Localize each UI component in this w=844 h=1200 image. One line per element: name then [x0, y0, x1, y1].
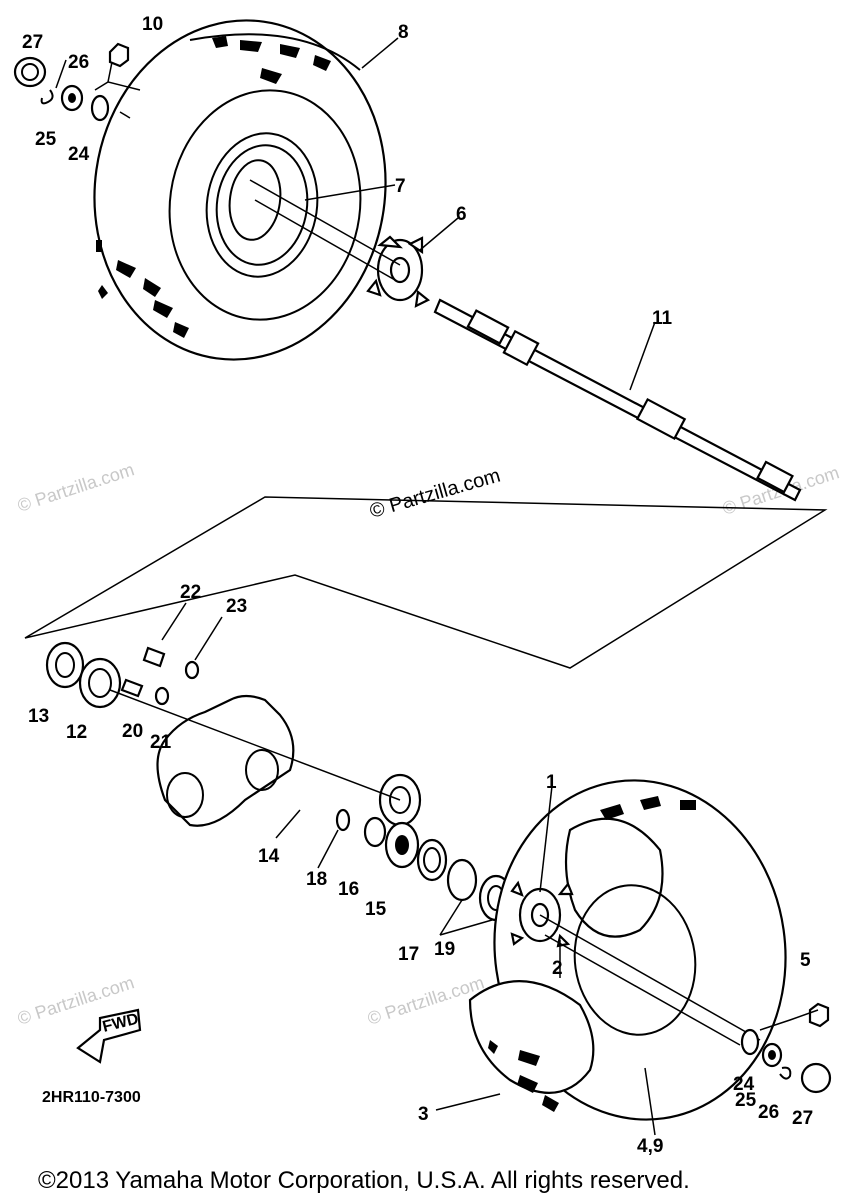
bottom-tire-cutaway	[468, 980, 595, 1094]
tread-edge	[189, 33, 361, 71]
assembly-outline	[24, 496, 828, 669]
washer-24-top	[90, 94, 110, 122]
cotter-pin-26-top	[40, 89, 54, 105]
differential-housing	[156, 694, 295, 827]
callout-12: 12	[66, 722, 87, 743]
callout-13: 13	[28, 706, 49, 727]
callout-18: 18	[306, 869, 327, 890]
seal-13	[45, 641, 85, 689]
bolt-22	[142, 646, 166, 668]
callout-14: 14	[258, 846, 280, 867]
nut-5	[808, 1002, 830, 1028]
rim-outer	[205, 132, 319, 278]
callout-27-top: 27	[22, 32, 43, 53]
cotter-pin-26-bottom	[779, 1066, 792, 1080]
watermark-faint-left: © Partzilla.com	[15, 459, 137, 516]
callout-24-bottom: 24	[733, 1074, 755, 1095]
callout-19: 19	[434, 939, 455, 960]
bearing-12	[78, 657, 122, 709]
fwd-arrow-icon: FWD	[76, 1008, 142, 1064]
diagram-code: 2HR110-7300	[42, 1089, 141, 1106]
callout-23: 23	[226, 596, 247, 617]
callout-20: 20	[122, 721, 143, 742]
callout-21: 21	[150, 732, 172, 753]
bolt-20	[120, 678, 144, 698]
watermark-faint-bottom-center: © Partzilla.com	[365, 972, 487, 1029]
callout-25-bottom: 25	[735, 1090, 757, 1111]
spacer-17	[416, 838, 448, 882]
watermark-center: © Partzilla.com	[367, 465, 503, 523]
o-ring-18	[335, 808, 351, 832]
callout-6: 6	[456, 204, 467, 225]
washer-23	[184, 660, 200, 680]
cap-27-top	[13, 56, 47, 88]
callouts: 8 7 6 11 10 27 26 25 24 22 23 13 12 20 2…	[22, 14, 813, 1157]
top-small-parts	[13, 42, 141, 122]
collar-16	[363, 816, 387, 848]
callout-3: 3	[418, 1104, 429, 1125]
copyright-notice: ©2013 Yamaha Motor Corporation, U.S.A. A…	[38, 1167, 690, 1194]
callout-27-bottom: 27	[792, 1108, 813, 1129]
callout-4-9: 4,9	[637, 1136, 663, 1157]
callout-15: 15	[365, 899, 387, 920]
tread-blocks	[96, 36, 331, 338]
callout-26-top: 26	[68, 52, 89, 73]
callout-2: 2	[552, 958, 563, 979]
washer-21	[154, 686, 170, 706]
callout-25-top: 25	[35, 129, 57, 150]
callout-24-top: 24	[68, 144, 90, 165]
bottom-wheel-assembly	[468, 779, 787, 1121]
callout-17: 17	[398, 944, 419, 965]
callout-22: 22	[180, 582, 201, 603]
tire-outer	[93, 19, 387, 361]
callout-7: 7	[395, 176, 406, 197]
bottom-tread-blocks	[488, 796, 696, 1112]
cap-27-bottom	[800, 1062, 832, 1094]
callout-26-bottom: 26	[758, 1102, 779, 1123]
alignment-line-7	[249, 179, 401, 266]
hub-6	[366, 235, 431, 308]
rim-hub	[228, 159, 282, 241]
washer-24-bottom	[740, 1028, 760, 1056]
callout-10: 10	[142, 14, 163, 35]
differential-assembly	[45, 641, 514, 922]
callout-1: 1	[546, 772, 557, 793]
callout-8: 8	[398, 22, 409, 43]
callout-5: 5	[800, 950, 811, 971]
tire-sidewall	[168, 89, 362, 321]
callout-11: 11	[652, 308, 673, 329]
leader-lines	[55, 37, 656, 1136]
seal-19a	[446, 858, 478, 902]
bottom-rim	[573, 884, 697, 1036]
nut-10	[108, 42, 130, 68]
drive-shaft-11	[433, 298, 802, 502]
bottom-small-parts	[740, 1002, 832, 1094]
top-wheel-assembly	[93, 19, 431, 361]
callout-16: 16	[338, 879, 359, 900]
bottom-tire-cutaway-top	[564, 817, 664, 938]
